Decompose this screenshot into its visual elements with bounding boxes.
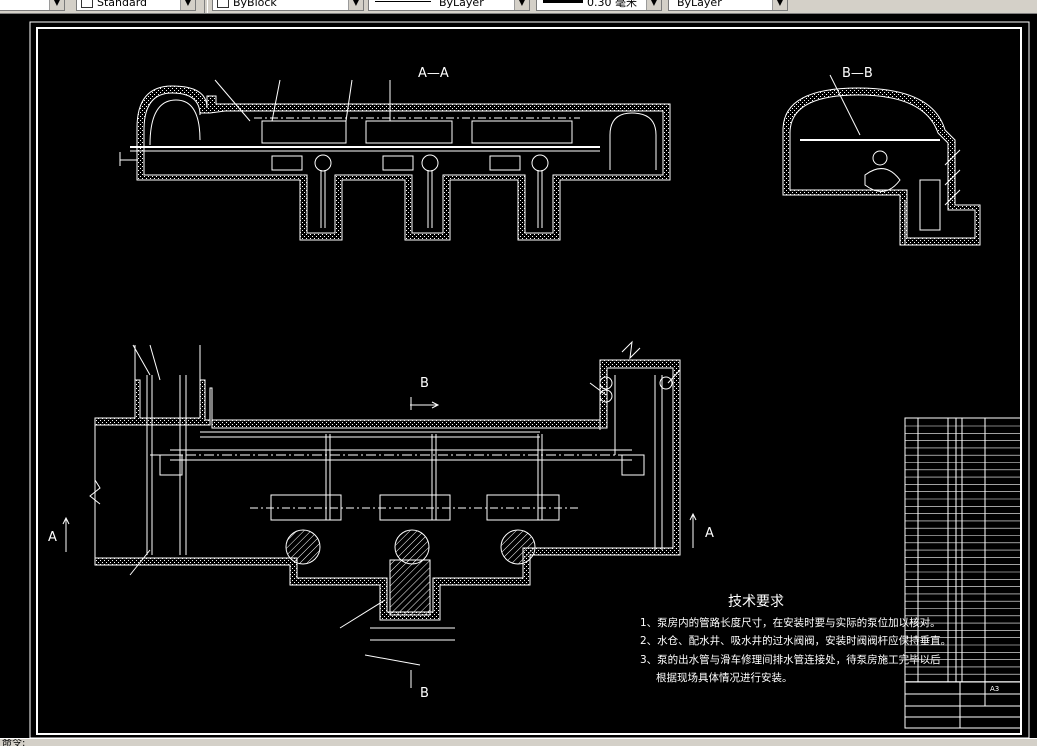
cad-drawing[interactable]: A—A B—B xyxy=(0,14,1037,739)
chevron-down-icon[interactable]: ▼ xyxy=(49,0,64,10)
textstyle-dropdown[interactable]: Standard ▼ xyxy=(76,0,196,11)
tech-title: 技术要求 xyxy=(728,594,784,610)
lineweight-value: 0.30 毫米 xyxy=(587,0,637,9)
cut-a-right-label: A xyxy=(705,526,714,541)
linetype-dropdown[interactable]: ByLayer ▼ xyxy=(368,0,530,11)
color-value: ByBlock xyxy=(233,0,277,9)
sheet-inner-border xyxy=(36,27,1022,735)
cut-markers: B B A A xyxy=(48,376,714,701)
section-bb-view: B—B xyxy=(782,66,981,246)
chevron-down-icon[interactable]: ▼ xyxy=(772,0,787,10)
text-style-icon xyxy=(81,0,93,8)
linetype-value: ByLayer xyxy=(439,0,484,9)
plotstyle-value: ByLayer xyxy=(677,0,722,9)
chevron-down-icon[interactable]: ▼ xyxy=(180,0,195,10)
plotstyle-dropdown[interactable]: ByLayer ▼ xyxy=(668,0,788,11)
section-bb-title: B—B xyxy=(842,66,873,81)
tech-note-2: 2、水仓、配水井、吸水井的过水阀阀，安装时阀阀杆应保持垂直。 xyxy=(640,634,951,647)
textstyle-value: Standard xyxy=(97,0,148,9)
lineweight-preview-icon xyxy=(543,0,583,3)
color-swatch-icon xyxy=(217,0,229,8)
drawing-canvas[interactable]: A—A B—B xyxy=(0,14,1037,739)
command-line-bar[interactable]: 命令: xyxy=(0,738,1037,746)
tech-note-3: 3、泵的出水管与滑车修理间排水管连接处，待泵房施工完毕以后 xyxy=(640,653,941,666)
parts-list-table: A3 xyxy=(904,417,1022,729)
section-aa-view: A—A xyxy=(119,66,671,241)
toolbar-separator xyxy=(204,0,208,13)
chevron-down-icon[interactable]: ▼ xyxy=(514,0,529,10)
lineweight-dropdown[interactable]: 0.30 毫米 ▼ xyxy=(536,0,662,11)
command-prompt: 命令: xyxy=(2,738,26,746)
tech-note-1: 1、泵房内的管路长度尺寸，在安装时要与实际的泵位加以核对。 xyxy=(640,616,941,629)
section-aa-title: A—A xyxy=(418,66,449,81)
color-dropdown[interactable]: ByBlock ▼ xyxy=(212,0,364,11)
properties-toolbar: ▼ Standard ▼ ByBlock ▼ ByLayer ▼ 0.30 毫米… xyxy=(0,0,1037,14)
cut-b-bottom-label: B xyxy=(420,686,429,701)
linetype-preview-icon xyxy=(375,1,431,2)
chevron-down-icon[interactable]: ▼ xyxy=(646,0,661,10)
technical-requirements: 技术要求 1、泵房内的管路长度尺寸，在安装时要与实际的泵位加以核对。 2、水仓、… xyxy=(640,594,951,684)
chevron-down-icon[interactable]: ▼ xyxy=(348,0,363,10)
cut-a-left-label: A xyxy=(48,530,57,545)
plan-view xyxy=(89,340,681,666)
tech-note-4: 根据现场具体情况进行安装。 xyxy=(656,671,793,684)
textstyle-left-dropdown[interactable]: ▼ xyxy=(0,0,65,11)
titleblock-sheet-size: A3 xyxy=(990,685,999,693)
cut-b-top-label: B xyxy=(420,376,429,391)
